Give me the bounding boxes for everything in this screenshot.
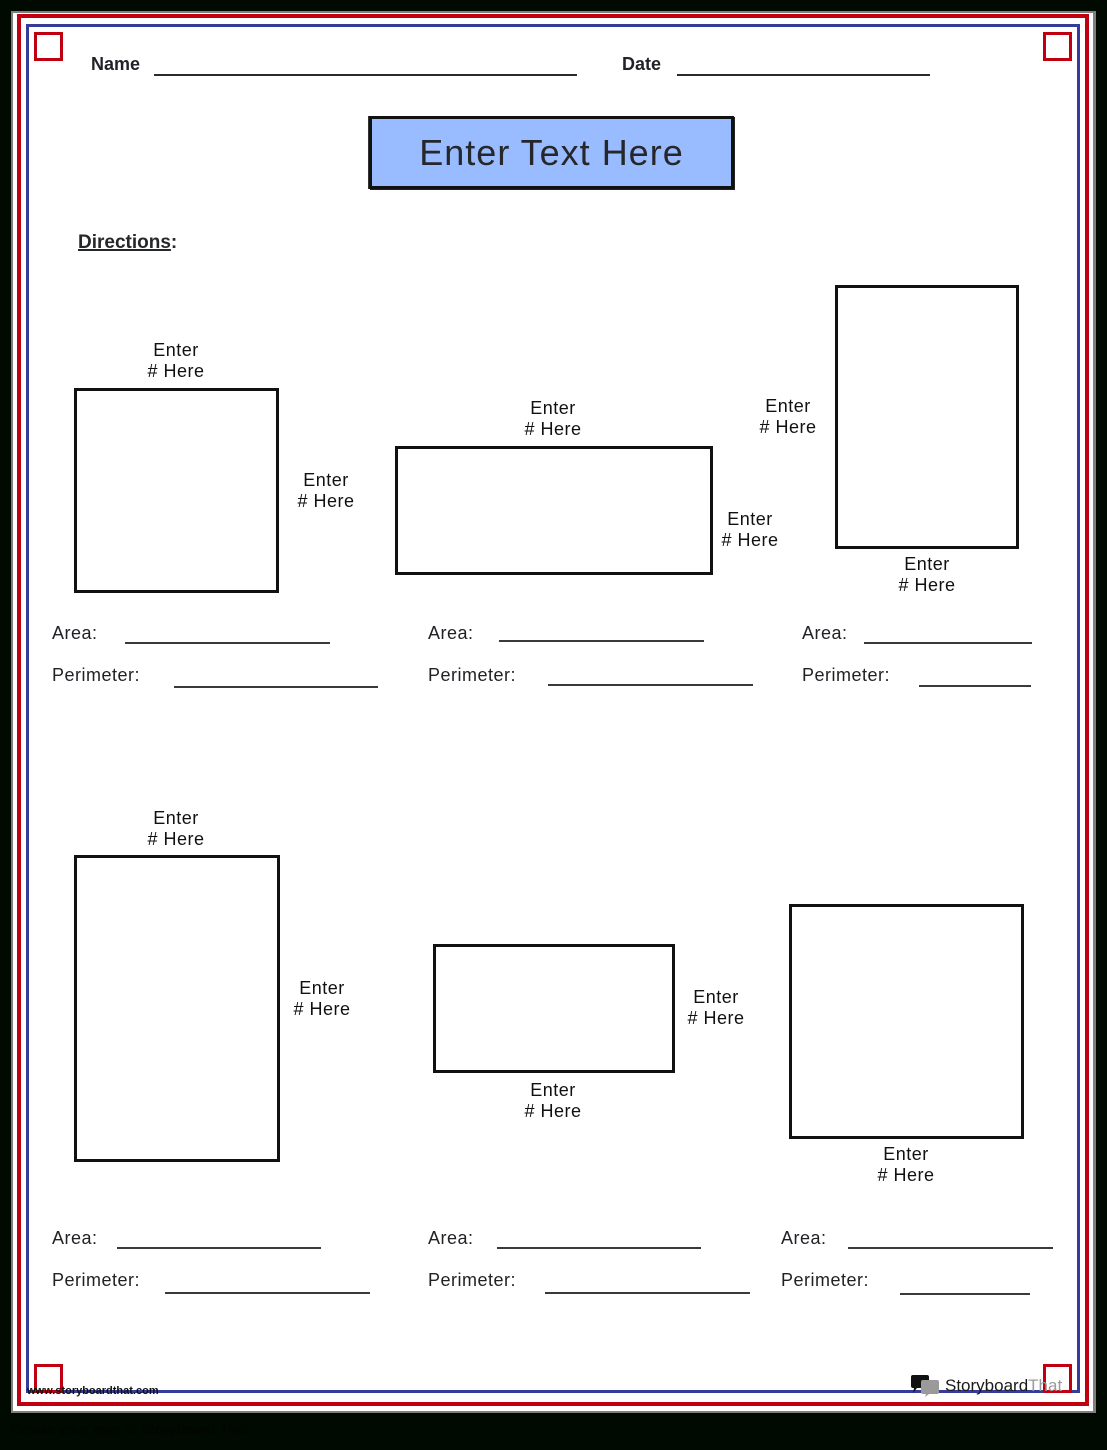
shape-4-perimeter-line[interactable] [165, 1292, 370, 1294]
shape-1-square [74, 388, 279, 593]
shape-6-area-line[interactable] [848, 1247, 1053, 1249]
shape-1-perimeter-line[interactable] [174, 686, 378, 688]
create-your-own-text[interactable]: Create your own at Storyboard That [11, 1421, 250, 1437]
shape-2-top-label[interactable]: Enter# Here [524, 398, 582, 439]
shape-2-area-line[interactable] [499, 640, 704, 642]
title-text: Enter Text Here [419, 131, 684, 173]
inner-blue-border [26, 24, 1080, 1393]
name-field-line[interactable] [154, 74, 577, 76]
footer-url[interactable]: www.storyboardthat.com [27, 1385, 159, 1397]
shape-3-perimeter-line[interactable] [919, 685, 1031, 687]
shape-5-perimeter-line[interactable] [545, 1292, 750, 1294]
shape-4-area-line[interactable] [117, 1247, 321, 1249]
brand-name-part2: That [1028, 1376, 1063, 1395]
date-field-line[interactable] [677, 74, 930, 76]
speech-bubbles-icon [909, 1374, 943, 1398]
directions-colon: : [170, 232, 178, 253]
shape-2-right-label[interactable]: Enter# Here [721, 509, 779, 550]
corner-marker-top-right [1043, 32, 1072, 61]
brand-name-part1: Storyboard [945, 1376, 1029, 1395]
shape-2-rectangle [395, 446, 713, 575]
directions-heading: Directions: [78, 232, 177, 254]
corner-marker-bottom-right [1043, 1364, 1072, 1393]
corner-marker-bottom-left [34, 1364, 63, 1393]
worksheet-page [13, 13, 1093, 1411]
shape-1-right-label[interactable]: Enter# Here [297, 470, 355, 511]
name-label: Name [91, 54, 141, 74]
shape-3-area-line[interactable] [864, 642, 1032, 644]
shape-6-area-label: Area: [781, 1228, 827, 1248]
shape-6-perimeter-line[interactable] [900, 1293, 1030, 1295]
shape-5-area-line[interactable] [497, 1247, 701, 1249]
shape-4-top-label[interactable]: Enter# Here [147, 808, 205, 849]
shape-5-area-label: Area: [428, 1228, 474, 1248]
shape-5-rectangle [433, 944, 675, 1073]
shape-1-top-label[interactable]: Enter# Here [147, 340, 205, 381]
shape-3-left-label[interactable]: Enter# Here [759, 396, 817, 437]
shape-2-area-label: Area: [428, 623, 474, 643]
shape-3-perimeter-label: Perimeter: [802, 665, 891, 685]
shape-3-bottom-label[interactable]: Enter# Here [898, 554, 956, 595]
directions-label: Directions [78, 232, 171, 253]
shape-3-rectangle [835, 285, 1019, 549]
shape-4-rectangle [74, 855, 280, 1162]
title-box[interactable]: Enter Text Here [369, 116, 734, 189]
shape-2-perimeter-label: Perimeter: [428, 665, 517, 685]
shape-2-perimeter-line[interactable] [548, 684, 753, 686]
date-label: Date [622, 54, 662, 74]
shape-3-area-label: Area: [802, 623, 848, 643]
shape-6-square [789, 904, 1024, 1139]
corner-marker-top-left [34, 32, 63, 61]
shape-6-bottom-label[interactable]: Enter# Here [877, 1144, 935, 1185]
shape-5-perimeter-label: Perimeter: [428, 1270, 517, 1290]
shape-5-bottom-label[interactable]: Enter# Here [524, 1080, 582, 1121]
shape-4-perimeter-label: Perimeter: [52, 1270, 141, 1290]
shape-5-right-label[interactable]: Enter# Here [687, 987, 745, 1028]
shape-4-right-label[interactable]: Enter# Here [293, 978, 351, 1019]
shape-1-area-label: Area: [52, 623, 98, 643]
outer-red-border [17, 14, 1089, 1406]
shape-4-area-label: Area: [52, 1228, 98, 1248]
shape-6-perimeter-label: Perimeter: [781, 1270, 870, 1290]
shape-1-area-line[interactable] [125, 642, 330, 644]
shape-1-perimeter-label: Perimeter: [52, 665, 141, 685]
